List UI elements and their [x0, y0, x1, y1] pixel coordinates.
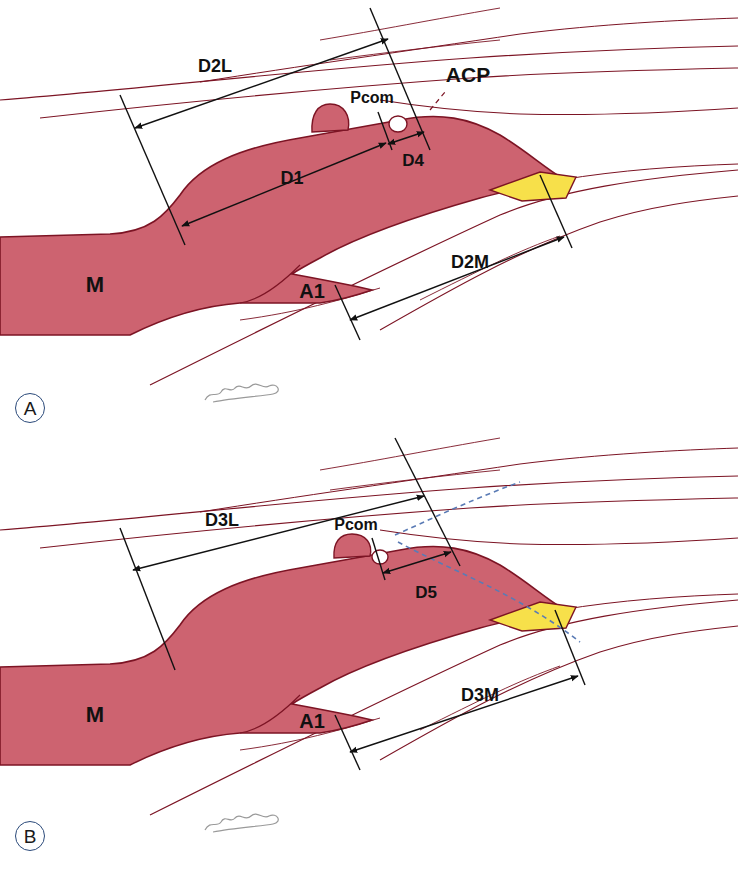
panel-letter: B	[24, 827, 37, 846]
dimension-label: D3L	[205, 511, 239, 529]
dimension-lines	[120, 438, 585, 770]
vessel-label: A1	[299, 711, 325, 731]
dimension-label: D5	[415, 584, 437, 601]
dimension-label: D2M	[451, 253, 489, 271]
pcom-artery	[334, 534, 371, 558]
dimension-label: D3M	[461, 686, 499, 704]
pcom-artery	[312, 104, 349, 132]
membrane-lines	[0, 8, 738, 385]
panel-letter: A	[24, 399, 37, 418]
acp-outline-dashed	[398, 542, 580, 642]
vessel-label: M	[86, 704, 104, 726]
artist-signature	[205, 384, 278, 402]
panel-a	[0, 8, 738, 402]
dimension-label: D2L	[198, 57, 232, 75]
artist-signature	[205, 814, 278, 832]
pcom-orifice	[389, 116, 407, 132]
structure-label: ACP	[446, 64, 490, 85]
acp-outline-dashed	[395, 482, 520, 535]
vessel-label: A1	[299, 281, 325, 301]
vessel-label: Pcom	[334, 517, 378, 533]
dimension-label: D4	[402, 152, 424, 169]
acp-dashed	[430, 92, 445, 110]
membrane-lines	[0, 438, 738, 815]
panel-letter-circle: A	[15, 393, 45, 423]
panel-b	[0, 438, 738, 832]
artery	[0, 546, 576, 765]
dimension-lines	[120, 8, 572, 340]
dimension-label: D1	[280, 169, 303, 187]
artery	[0, 116, 576, 335]
panel-letter-circle: B	[15, 821, 45, 851]
vessel-label: Pcom	[350, 90, 394, 106]
vessel-label: M	[86, 274, 104, 296]
